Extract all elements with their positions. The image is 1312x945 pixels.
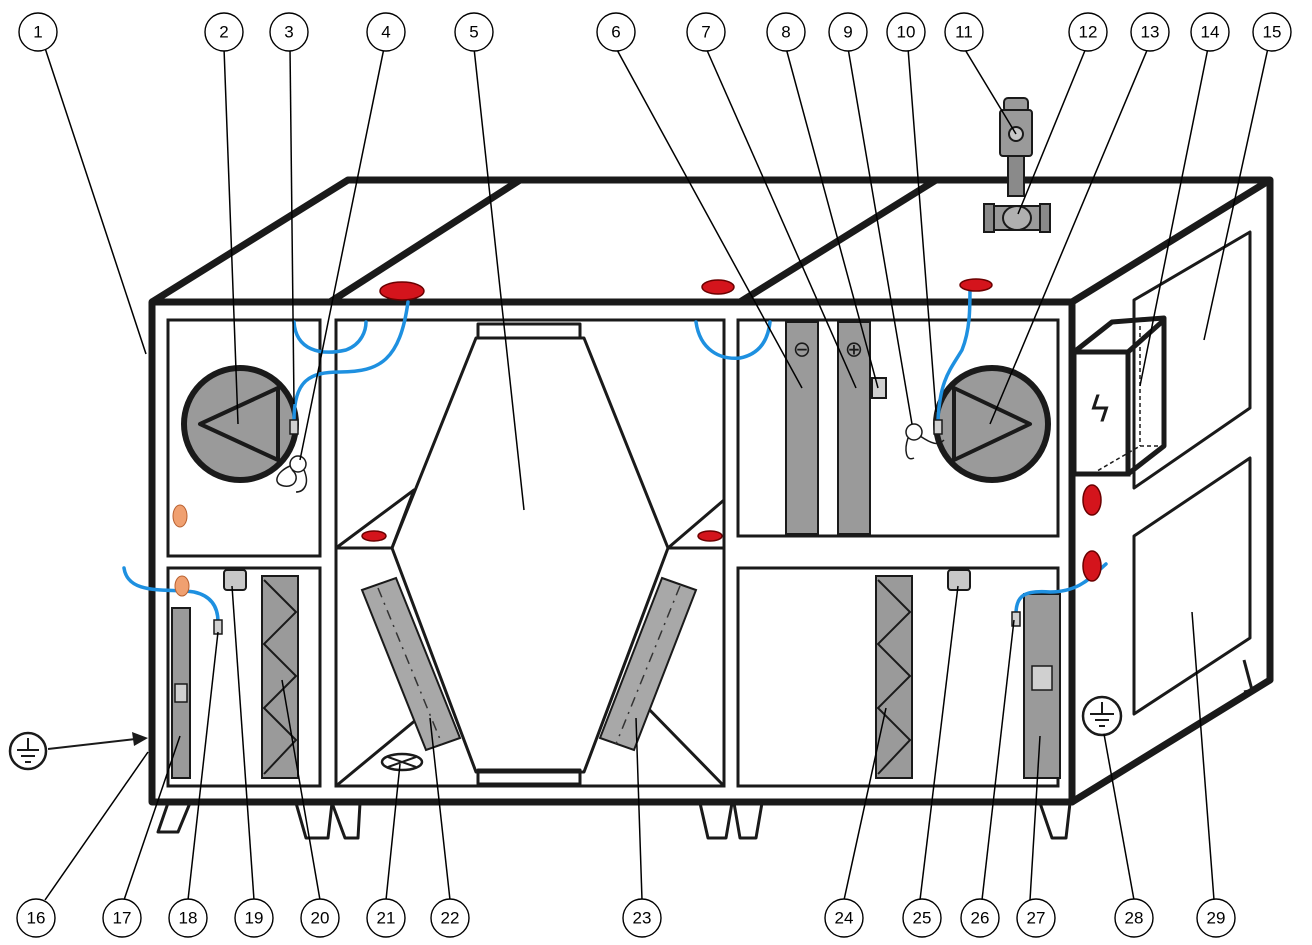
frost-sensors [276, 423, 945, 493]
svg-text:7: 7 [701, 23, 710, 42]
ports [172, 278, 1102, 597]
callout-5: 5 [454, 12, 494, 52]
svg-text:3: 3 [284, 23, 293, 42]
svg-text:11: 11 [955, 23, 973, 42]
callout-12: 12 [1068, 12, 1108, 52]
leader-lines [44, 47, 1269, 901]
callout-17: 17 [102, 898, 142, 938]
callout-2: 2 [204, 12, 244, 52]
callout-27: 27 [1016, 898, 1056, 938]
callout-28: 28 [1114, 898, 1154, 938]
heat-exchanger [334, 322, 726, 788]
callout-6: 6 [596, 12, 636, 52]
valve-actuator [983, 97, 1051, 233]
dampers [360, 576, 698, 752]
ground-icon [8, 731, 48, 771]
ground-icon [1081, 695, 1123, 737]
svg-text:21: 21 [377, 909, 396, 928]
svg-text:18: 18 [179, 909, 198, 928]
fans [181, 365, 1051, 483]
svg-text:26: 26 [971, 909, 990, 928]
electric-box: ϟ [1071, 315, 1167, 477]
svg-text:25: 25 [913, 909, 932, 928]
svg-text:27: 27 [1027, 909, 1046, 928]
svg-text:6: 6 [611, 23, 620, 42]
callout-24: 24 [824, 898, 864, 938]
callout-13: 13 [1130, 12, 1170, 52]
svg-text:9: 9 [843, 23, 852, 42]
callout-19: 19 [234, 898, 274, 938]
callout-10: 10 [886, 12, 926, 52]
callout-20: 20 [300, 898, 340, 938]
minus-terminal-icon: ⊖ [793, 338, 811, 363]
callout-25: 25 [902, 898, 942, 938]
svg-text:29: 29 [1207, 909, 1226, 928]
svg-text:1: 1 [33, 23, 42, 42]
svg-text:23: 23 [633, 909, 652, 928]
callouts: 1 2 3 4 5 6 7 8 9 10 11 12 13 14 15 16 1… [16, 12, 1292, 938]
ground-symbols [8, 695, 1123, 771]
callout-9: 9 [828, 12, 868, 52]
callout-18: 18 [168, 898, 208, 938]
svg-text:2: 2 [219, 23, 228, 42]
callout-1: 1 [18, 12, 58, 52]
plus-terminal-icon: ⊕ [845, 338, 863, 363]
svg-text:4: 4 [381, 23, 390, 42]
callout-7: 7 [686, 12, 726, 52]
callout-29: 29 [1196, 898, 1236, 938]
svg-text:19: 19 [245, 909, 264, 928]
callout-22: 22 [430, 898, 470, 938]
callout-8: 8 [766, 12, 806, 52]
reheaters [171, 593, 1061, 779]
feet [156, 640, 1274, 840]
lightning-icon: ϟ [1088, 390, 1112, 431]
svg-text:24: 24 [835, 909, 854, 928]
callout-11: 11 [944, 12, 984, 52]
svg-text:12: 12 [1079, 23, 1098, 42]
svg-text:5: 5 [469, 23, 478, 42]
callout-4: 4 [366, 12, 406, 52]
svg-text:17: 17 [113, 909, 132, 928]
callout-23: 23 [622, 898, 662, 938]
svg-text:22: 22 [441, 909, 460, 928]
svg-text:28: 28 [1125, 909, 1144, 928]
svg-text:13: 13 [1141, 23, 1160, 42]
filters [261, 575, 913, 779]
callout-14: 14 [1190, 12, 1230, 52]
callout-26: 26 [960, 898, 1000, 938]
heater-elements: ⊖ ⊕ [785, 321, 887, 535]
svg-text:8: 8 [781, 23, 790, 42]
svg-text:14: 14 [1201, 23, 1220, 42]
callout-16: 16 [16, 898, 56, 938]
callout-21: 21 [366, 898, 406, 938]
svg-text:20: 20 [311, 909, 330, 928]
svg-text:16: 16 [27, 909, 46, 928]
pressure-switches [223, 569, 971, 591]
svg-text:15: 15 [1263, 23, 1282, 42]
callout-15: 15 [1252, 12, 1292, 52]
callout-3: 3 [269, 12, 309, 52]
svg-text:10: 10 [897, 23, 916, 42]
